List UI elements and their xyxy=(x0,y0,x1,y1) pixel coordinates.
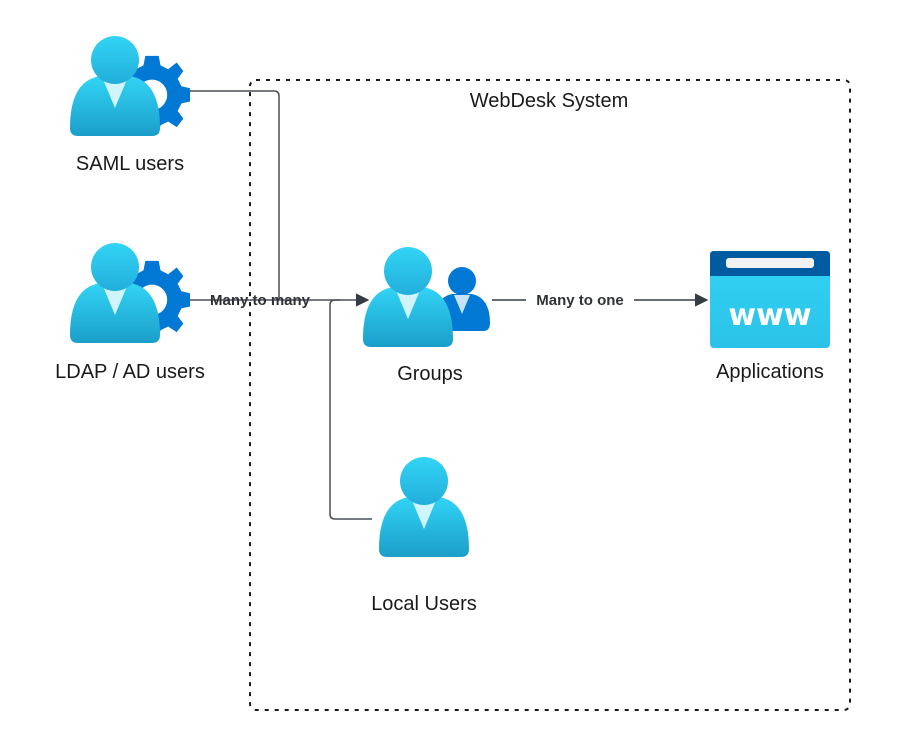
node-local-users[interactable]: Local Users xyxy=(371,457,477,615)
edge-label-many-to-many: Many to many xyxy=(210,292,311,309)
node-label-saml-users: SAML users xyxy=(76,153,184,175)
container-title: WebDesk System xyxy=(470,90,629,112)
node-label-ldap-users: LDAP / AD users xyxy=(55,361,205,383)
edge-saml-to-groups[interactable] xyxy=(190,90,280,300)
user-icon xyxy=(379,457,469,557)
node-groups[interactable]: Groups xyxy=(363,247,490,385)
user-group-icon xyxy=(363,247,453,347)
webdesk-system-container: WebDesk System xyxy=(249,79,851,711)
node-label-local-users: Local Users xyxy=(371,593,477,615)
user-icon xyxy=(70,36,160,136)
edge-label-bg-many-to-one xyxy=(526,290,634,310)
edge-local-to-groups[interactable] xyxy=(329,299,372,520)
node-saml-users[interactable]: SAML users xyxy=(70,36,190,175)
edge-label-many-to-one: Many to one xyxy=(536,292,624,309)
node-applications[interactable]: www Applications xyxy=(710,251,830,383)
user-icon xyxy=(70,243,160,343)
www-browser-icon: www xyxy=(710,251,830,348)
node-label-groups: Groups xyxy=(397,363,463,385)
edges: Many to many Many to one xyxy=(190,90,709,520)
container-border xyxy=(249,79,851,711)
node-ldap-users[interactable]: LDAP / AD users xyxy=(55,243,205,383)
www-text: www xyxy=(728,298,811,333)
node-label-applications: Applications xyxy=(716,361,824,383)
